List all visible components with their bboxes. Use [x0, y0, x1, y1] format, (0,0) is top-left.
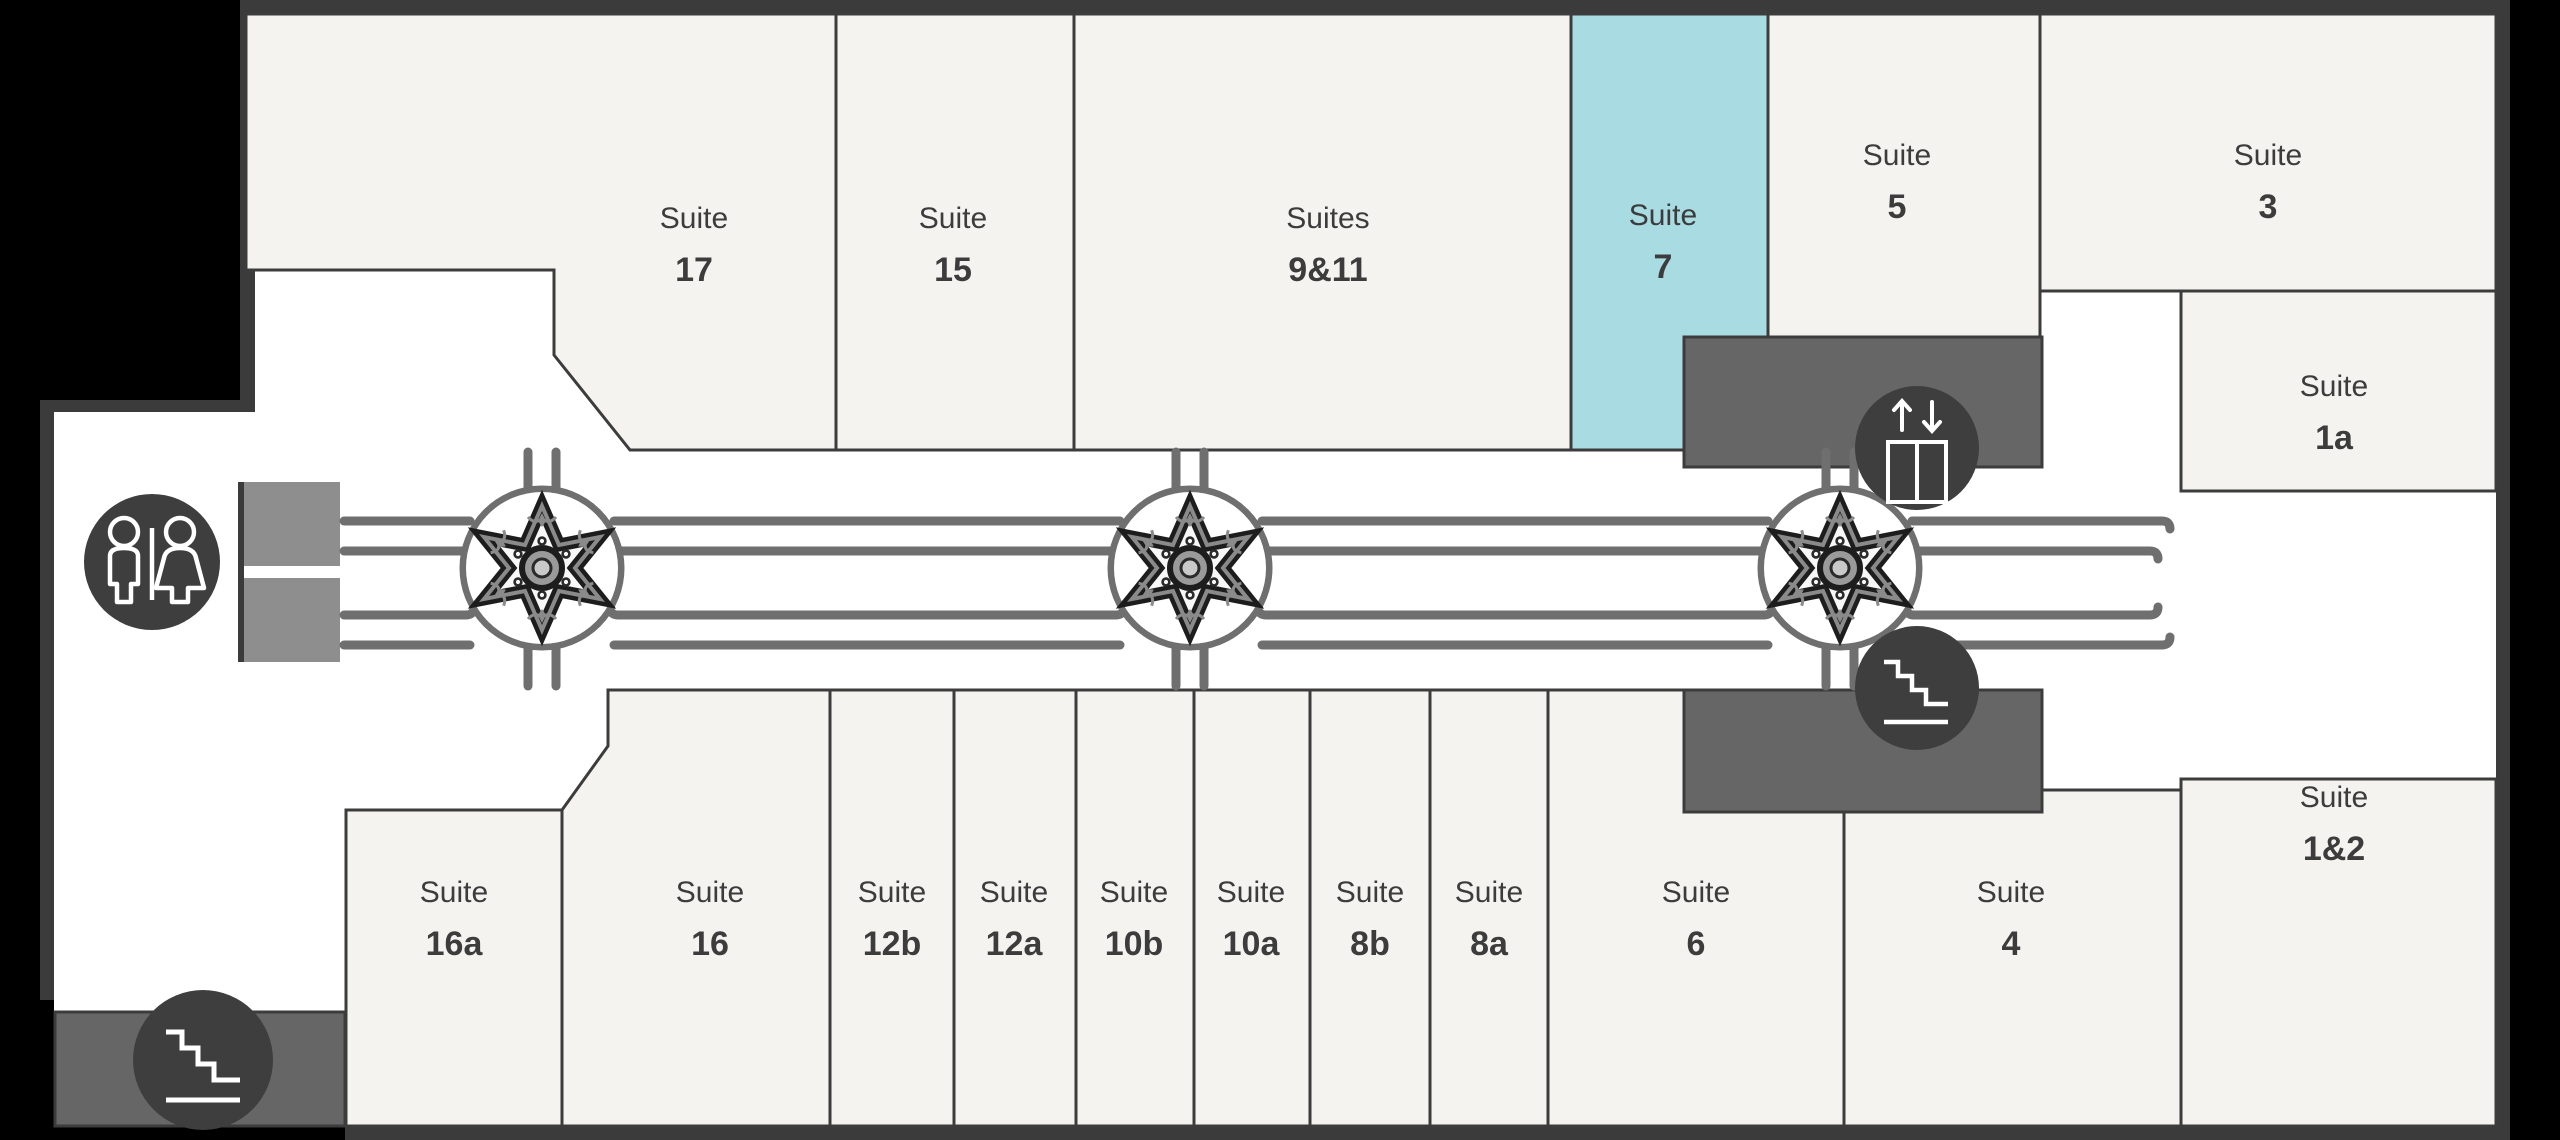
suite-area-1-2[interactable]	[2179, 777, 2498, 1128]
suite-label-17: Suite 17	[660, 202, 728, 289]
svg-text:Suite: Suite	[980, 876, 1048, 909]
stairs-icon[interactable]	[133, 990, 273, 1130]
restroom-icon[interactable]	[84, 494, 220, 630]
svg-text:Suite: Suite	[858, 876, 926, 909]
svg-text:7: 7	[1654, 248, 1673, 286]
suite-area-9-11[interactable]	[1072, 12, 1573, 452]
suite-area-16a[interactable]	[344, 808, 564, 1128]
suite-area-3[interactable]	[2038, 12, 2498, 293]
svg-text:Suite: Suite	[2300, 370, 2368, 403]
suite-label-16: Suite 16	[676, 876, 744, 963]
svg-text:Suite: Suite	[420, 876, 488, 909]
suite-label-7: Suite 7	[1629, 199, 1697, 286]
svg-text:15: 15	[934, 251, 972, 289]
svg-text:1&2: 1&2	[2303, 830, 2365, 868]
restroom-stall-lower	[244, 578, 340, 662]
svg-text:17: 17	[675, 251, 713, 289]
svg-text:Suite: Suite	[1455, 876, 1523, 909]
suite-area-12a[interactable]	[952, 688, 1078, 1128]
svg-text:Suite: Suite	[919, 202, 987, 235]
medallion-center	[1114, 492, 1266, 644]
svg-text:Suite: Suite	[1336, 876, 1404, 909]
svg-text:12b: 12b	[863, 925, 922, 963]
svg-text:Suite: Suite	[1100, 876, 1168, 909]
svg-text:8a: 8a	[1470, 925, 1509, 963]
suite-label-8b: Suite 8b	[1336, 876, 1404, 963]
svg-text:12a: 12a	[986, 925, 1044, 963]
restroom-stall-upper	[244, 482, 340, 566]
suite-label-9-11: Suites 9&11	[1286, 202, 1369, 289]
suite-label-1a: Suite 1a	[2300, 370, 2368, 457]
suite-label-16a: Suite 16a	[420, 876, 488, 963]
suite-label-8a: Suite 8a	[1455, 876, 1523, 963]
svg-text:Suite: Suite	[1217, 876, 1285, 909]
suite-label-3: Suite 3	[2234, 139, 2302, 226]
suite-label-12a: Suite 12a	[980, 876, 1048, 963]
svg-text:8b: 8b	[1350, 925, 1390, 963]
medallion-east	[1764, 492, 1916, 644]
svg-text:Suite: Suite	[1863, 139, 1931, 172]
svg-text:10b: 10b	[1105, 925, 1164, 963]
svg-text:1a: 1a	[2315, 419, 2354, 457]
suite-label-6: Suite 6	[1662, 876, 1730, 963]
svg-text:Suite: Suite	[1662, 876, 1730, 909]
suite-area-4[interactable]	[1842, 788, 2183, 1128]
suite-label-1-2: Suite 1&2	[2300, 781, 2368, 868]
suite-label-4: Suite 4	[1977, 876, 2045, 963]
svg-text:Suite: Suite	[2234, 139, 2302, 172]
suite-label-10b: Suite 10b	[1100, 876, 1168, 963]
suite-label-12b: Suite 12b	[858, 876, 926, 963]
svg-text:Suites: Suites	[1286, 202, 1369, 235]
svg-text:10a: 10a	[1223, 925, 1281, 963]
svg-text:Suite: Suite	[1629, 199, 1697, 232]
svg-text:Suite: Suite	[2300, 781, 2368, 814]
suite-label-15: Suite 15	[919, 202, 987, 289]
suite-label-5: Suite 5	[1863, 139, 1931, 226]
svg-text:16: 16	[691, 925, 729, 963]
medallion-west	[466, 492, 618, 644]
svg-text:4: 4	[2002, 925, 2021, 963]
suite-area-15[interactable]	[834, 12, 1076, 452]
restroom-wall-pier	[238, 482, 244, 662]
suite-area-8b[interactable]	[1308, 688, 1432, 1128]
suite-area-10a[interactable]	[1192, 688, 1312, 1128]
svg-text:Suite: Suite	[676, 876, 744, 909]
svg-text:Suite: Suite	[1977, 876, 2045, 909]
svg-text:9&11: 9&11	[1288, 251, 1367, 289]
svg-text:6: 6	[1687, 925, 1706, 963]
svg-text:Suite: Suite	[660, 202, 728, 235]
suite-area-8a[interactable]	[1428, 688, 1550, 1128]
stairs-icon[interactable]	[1855, 626, 1979, 750]
suite-label-10a: Suite 10a	[1217, 876, 1285, 963]
svg-text:16a: 16a	[426, 925, 484, 963]
elevator-icon[interactable]	[1855, 386, 1979, 510]
svg-text:3: 3	[2259, 188, 2278, 226]
suite-area-5[interactable]	[1766, 12, 2042, 343]
svg-text:5: 5	[1888, 188, 1907, 226]
suite-area-1a[interactable]	[2179, 289, 2498, 493]
